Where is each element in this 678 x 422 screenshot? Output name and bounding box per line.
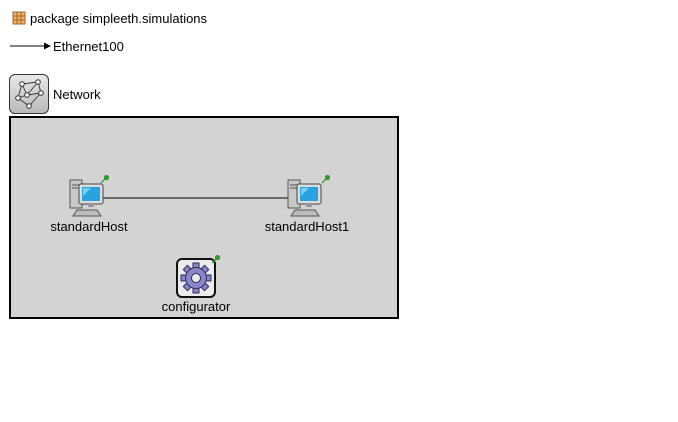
- node-label: configurator: [161, 299, 231, 314]
- gear-icon: [176, 258, 216, 298]
- pin-icon: [211, 254, 221, 264]
- network-icon: [9, 74, 49, 114]
- package-header: package simpleeth.simulations: [12, 10, 207, 26]
- network-canvas[interactable]: standardHost standardHost1: [9, 116, 399, 319]
- computer-icon: [69, 179, 104, 217]
- package-label: package simpleeth.simulations: [30, 10, 208, 26]
- channel-type[interactable]: Ethernet100: [10, 38, 124, 54]
- ethernet-connection[interactable]: [11, 118, 397, 317]
- node-standardhost1[interactable]: standardHost1: [245, 174, 369, 234]
- computer-icon: [287, 179, 322, 217]
- node-standardhost[interactable]: standardHost: [30, 174, 148, 234]
- arrow-line-icon: [10, 42, 51, 50]
- network-label: Network: [53, 86, 101, 102]
- channel-label: Ethernet100: [53, 38, 124, 54]
- pin-icon: [321, 174, 331, 184]
- network-type[interactable]: Network: [9, 74, 101, 114]
- package-icon: [12, 11, 26, 25]
- node-label: standardHost1: [264, 219, 350, 234]
- pin-icon: [100, 174, 110, 184]
- node-configurator[interactable]: configurator: [151, 254, 241, 314]
- node-label: standardHost: [50, 219, 128, 234]
